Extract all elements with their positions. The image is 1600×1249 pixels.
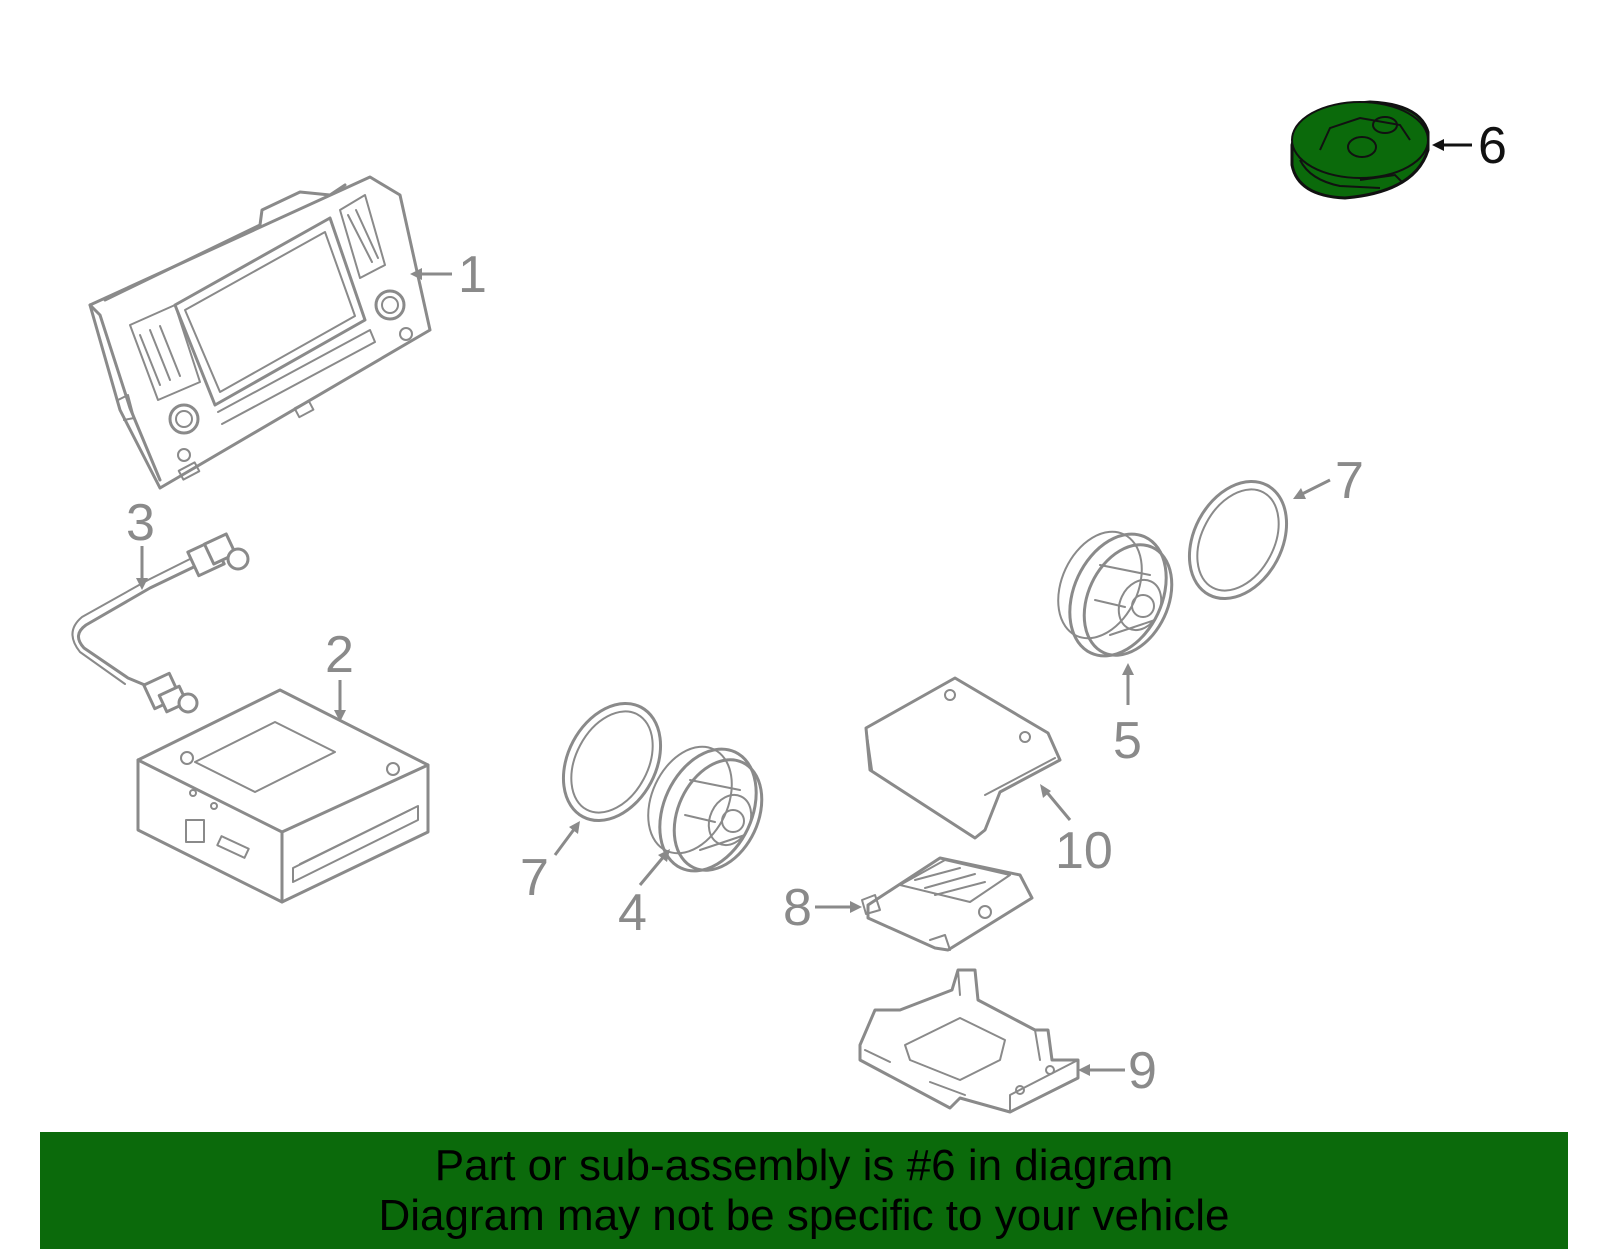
- part-3-antenna-cable[interactable]: [71, 532, 250, 714]
- callout-6[interactable]: 6: [1478, 117, 1507, 175]
- callout-7-left[interactable]: 7: [520, 849, 549, 907]
- callout-4[interactable]: 4: [618, 884, 647, 942]
- callout-5[interactable]: 5: [1113, 712, 1142, 770]
- part-4-speaker[interactable]: [632, 733, 779, 886]
- callout-1[interactable]: 1: [458, 246, 487, 304]
- callout-9[interactable]: 9: [1128, 1042, 1157, 1100]
- part-10-module-cover[interactable]: [864, 676, 1062, 840]
- part-7-seal-ring-right[interactable]: [1170, 465, 1306, 616]
- part-2-radio-receiver[interactable]: [136, 688, 430, 904]
- callout-8[interactable]: 8: [783, 879, 812, 937]
- part-5-speaker[interactable]: [1042, 518, 1189, 671]
- callout-7-right[interactable]: 7: [1335, 452, 1364, 510]
- callout-labels: 1 2 3 4 5 6 7 7 8 9 10: [126, 117, 1507, 1100]
- callout-10[interactable]: 10: [1055, 822, 1113, 880]
- callout-arrows: [136, 139, 1472, 1076]
- part-7-seal-ring-left[interactable]: [544, 687, 680, 838]
- part-9-mounting-bracket[interactable]: [858, 968, 1080, 1114]
- callout-3[interactable]: 3: [126, 494, 155, 552]
- info-banner: Part or sub-assembly is #6 in diagram Di…: [40, 1132, 1568, 1249]
- part-8-control-module[interactable]: [861, 856, 1034, 952]
- part-1-display-unit[interactable]: [88, 175, 432, 490]
- banner-line-disclaimer: Diagram may not be specific to your vehi…: [378, 1190, 1230, 1240]
- part-6-highlighted-component[interactable]: [1290, 100, 1430, 200]
- banner-line-part-number: Part or sub-assembly is #6 in diagram: [434, 1140, 1174, 1190]
- callout-2[interactable]: 2: [325, 626, 354, 684]
